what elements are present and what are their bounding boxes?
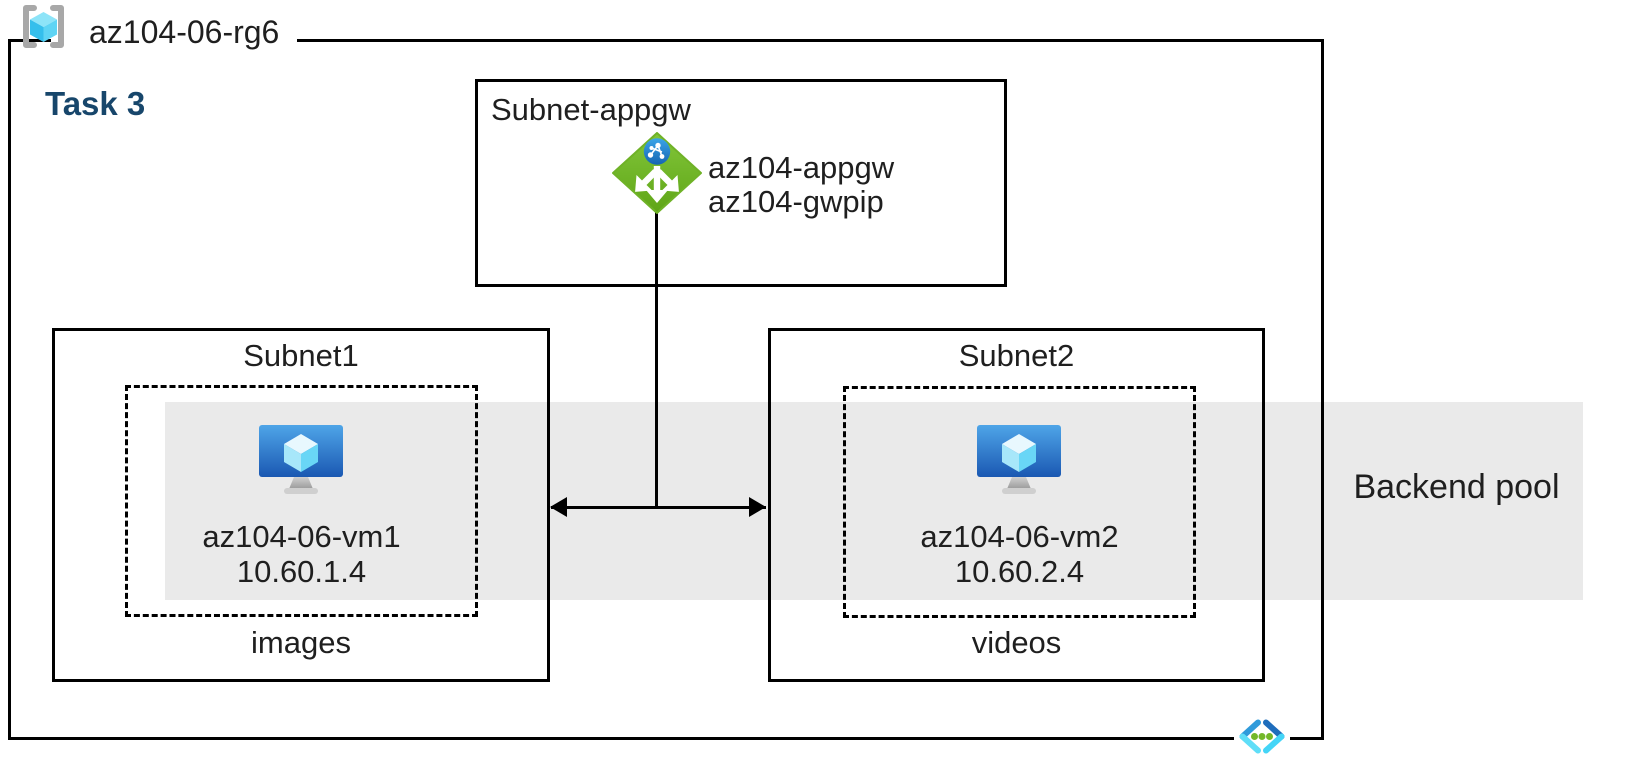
resource-group-box — [8, 39, 1324, 740]
resource-group-icon — [23, 5, 64, 48]
virtual-machine-icon — [977, 425, 1061, 494]
subnet2-dashed-box — [843, 386, 1196, 618]
gateway-connector-line — [655, 210, 658, 507]
vm2-ip-label: 10.60.2.4 — [954, 554, 1085, 589]
subnet1-app-label: images — [251, 625, 351, 660]
subnet2-title: Subnet2 — [958, 338, 1075, 373]
subnet-connector-line — [551, 506, 766, 509]
subnet2-app-label: videos — [971, 625, 1062, 660]
subnet2-box — [768, 328, 1265, 682]
vm1-labels: az104-06-vm1 10.60.1.4 — [125, 519, 478, 589]
subnet1-dashed-box — [125, 385, 478, 617]
vm1-ip-label: 10.60.1.4 — [236, 554, 367, 589]
resource-group-border-gap — [51, 36, 297, 46]
backend-pool-band — [165, 402, 1583, 600]
subnet-appgw-title: Subnet-appgw — [491, 92, 691, 127]
backend-pool-label: Backend pool — [1353, 468, 1560, 506]
subnet1-title: Subnet1 — [243, 338, 359, 373]
vm1-name-label: az104-06-vm1 — [202, 519, 401, 554]
application-gateway-icon — [612, 132, 702, 214]
gateway-labels: az104-appgw az104-gwpip — [708, 151, 894, 219]
vm2-labels: az104-06-vm2 10.60.2.4 — [843, 519, 1196, 589]
virtual-machine-icon — [259, 425, 343, 494]
vm2-name-label: az104-06-vm2 — [920, 519, 1119, 554]
virtual-network-icon — [1234, 719, 1290, 754]
gateway-name-label: az104-appgw — [708, 150, 895, 185]
arrowhead-right-icon — [749, 497, 766, 517]
arrowhead-left-icon — [550, 497, 567, 517]
task-label: Task 3 — [45, 85, 146, 122]
subnet1-box — [52, 328, 550, 682]
subnet-appgw-box — [475, 79, 1007, 287]
resource-group-title: az104-06-rg6 — [89, 14, 280, 50]
gateway-pip-label: az104-gwpip — [708, 184, 884, 219]
